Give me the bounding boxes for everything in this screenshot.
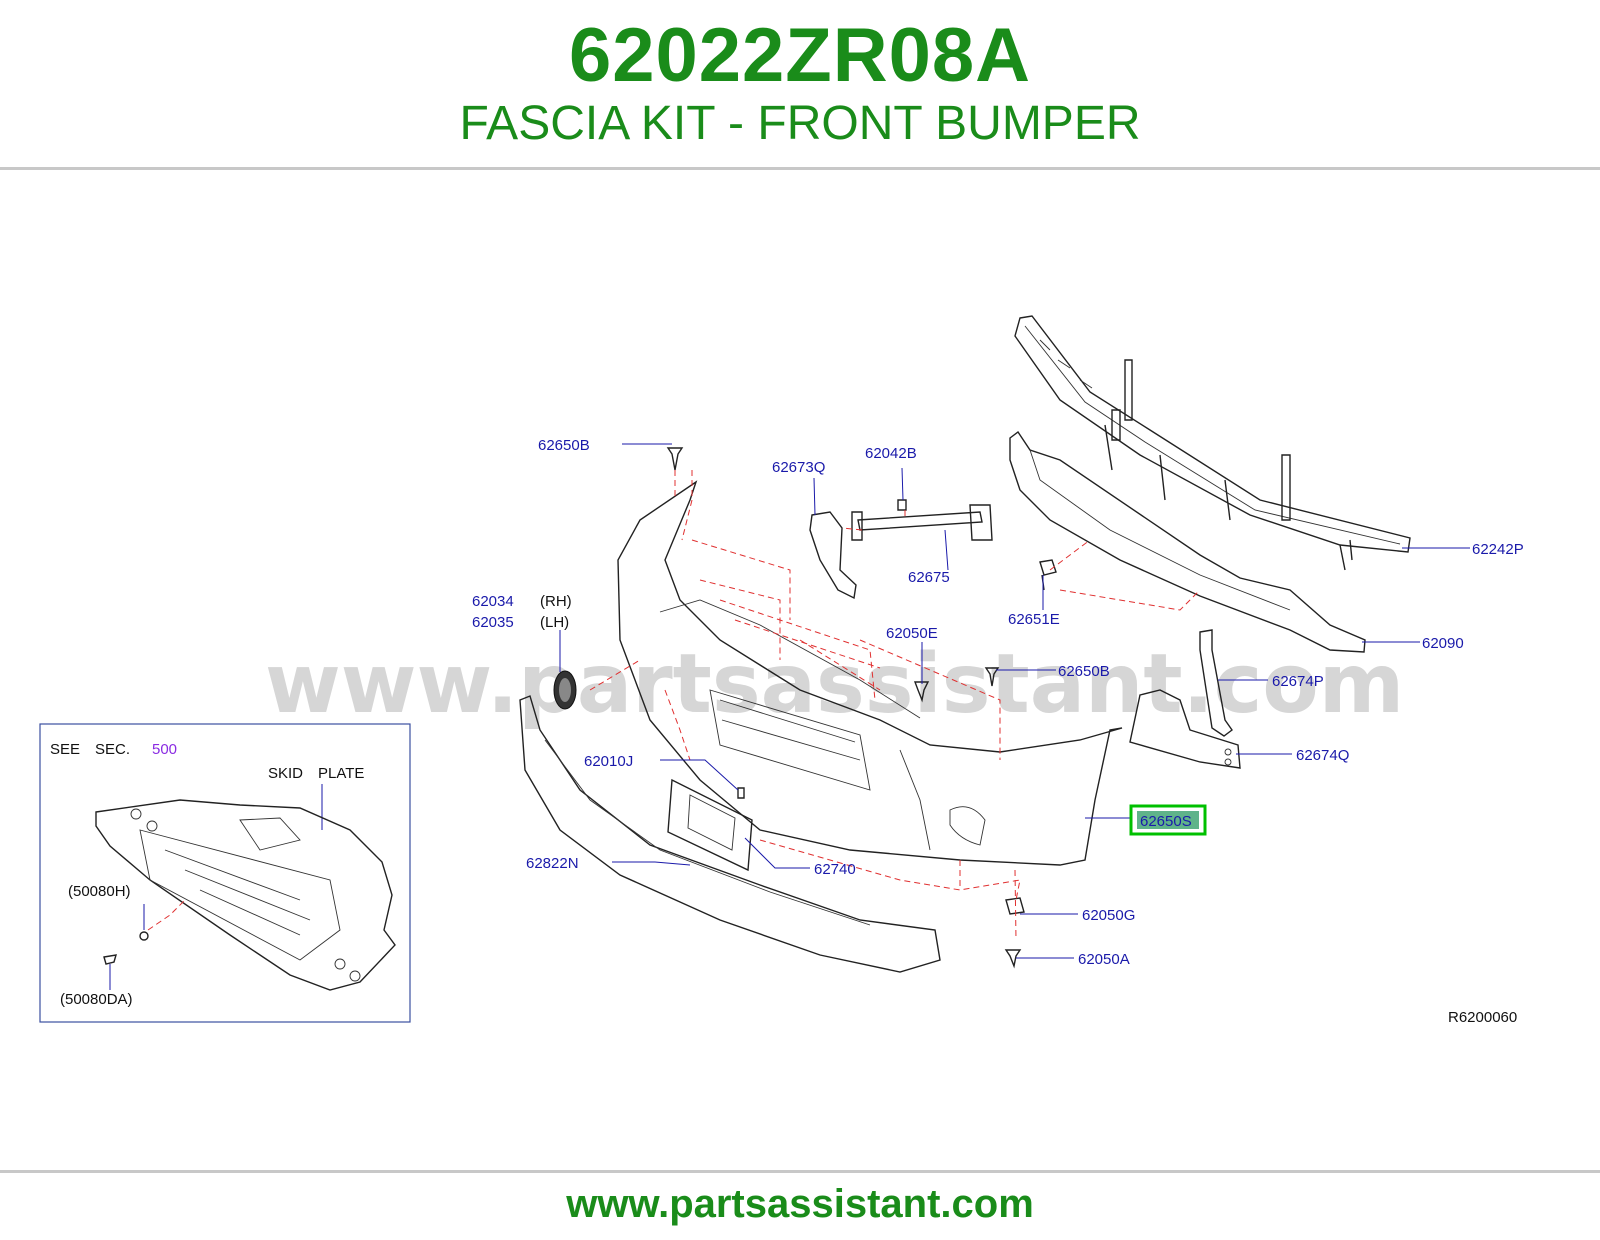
- bracket-62674Q: [1129, 689, 1241, 769]
- callout-62650S[interactable]: 62650S: [1140, 813, 1192, 830]
- inset-skid-plate: SEE SEC. 500 SKID PLATE (50080H) (50080D…: [39, 723, 411, 1023]
- callout-62674Q[interactable]: 62674Q: [1296, 747, 1349, 764]
- reinforcement-beam-62242P: [1014, 315, 1411, 571]
- callout-62050E[interactable]: 62050E: [886, 625, 938, 642]
- callout-62034-side: (RH): [540, 593, 572, 610]
- callout-62650B-mid[interactable]: 62650B: [1058, 663, 1110, 680]
- callout-62650B-top[interactable]: 62650B: [538, 437, 590, 454]
- callout-62042B[interactable]: 62042B: [865, 445, 917, 462]
- callout-62822N[interactable]: 62822N: [526, 855, 579, 872]
- callout-62673Q[interactable]: 62673Q: [772, 459, 825, 476]
- highlight-fill-62650S: [1137, 811, 1199, 829]
- part-description: FASCIA KIT - FRONT BUMPER: [459, 97, 1141, 150]
- callout-62035[interactable]: 62035: [472, 614, 514, 631]
- footer-website-link[interactable]: www.partsassistant.com: [566, 1182, 1034, 1226]
- lower-spoiler-62822N: [519, 695, 941, 973]
- callout-62675[interactable]: 62675: [908, 569, 950, 586]
- callout-62050A[interactable]: 62050A: [1078, 951, 1130, 968]
- license-bracket-62740: [667, 778, 753, 872]
- reference-code: R6200060: [1448, 1009, 1517, 1026]
- header-divider: [0, 167, 1600, 170]
- assembly-guides: [589, 470, 1201, 941]
- fog-grille-62034: [553, 670, 577, 710]
- header: 62022ZR08A FASCIA KIT - FRONT BUMPER: [0, 0, 1600, 168]
- stay-62675: [851, 504, 993, 541]
- bracket-62674P: [1199, 629, 1233, 737]
- callout-62034[interactable]: 62034: [472, 593, 514, 610]
- inset-callout-50080H[interactable]: (50080H): [68, 883, 131, 900]
- inset-plate-label: PLATE: [318, 765, 364, 782]
- bracket-62673Q: [809, 511, 857, 600]
- part-number-title: 62022ZR08A: [568, 13, 1032, 98]
- callout-62010J[interactable]: 62010J: [584, 753, 633, 770]
- inset-see-label: SEE: [50, 741, 80, 758]
- inset-sec-number[interactable]: 500: [152, 741, 177, 758]
- inset-skid-label: SKID: [268, 765, 303, 782]
- callout-62050G[interactable]: 62050G: [1082, 907, 1135, 924]
- callout-62035-side: (LH): [540, 614, 569, 631]
- callout-62740[interactable]: 62740: [814, 861, 856, 878]
- callout-62674P[interactable]: 62674P: [1272, 673, 1324, 690]
- inset-sec-label: SEC.: [95, 741, 130, 758]
- callout-62090[interactable]: 62090: [1422, 635, 1464, 652]
- callout-62242P[interactable]: 62242P: [1472, 541, 1524, 558]
- watermark: www.partsassistant.com: [265, 637, 1404, 732]
- leader-lines: [559, 443, 1470, 959]
- callout-62651E[interactable]: 62651E: [1008, 611, 1060, 628]
- energy-absorber-62090: [1009, 430, 1366, 653]
- footer-divider: [0, 1170, 1600, 1173]
- bumper-fascia-62650S: [617, 480, 1123, 866]
- inset-callout-50080DA[interactable]: (50080DA): [60, 991, 133, 1008]
